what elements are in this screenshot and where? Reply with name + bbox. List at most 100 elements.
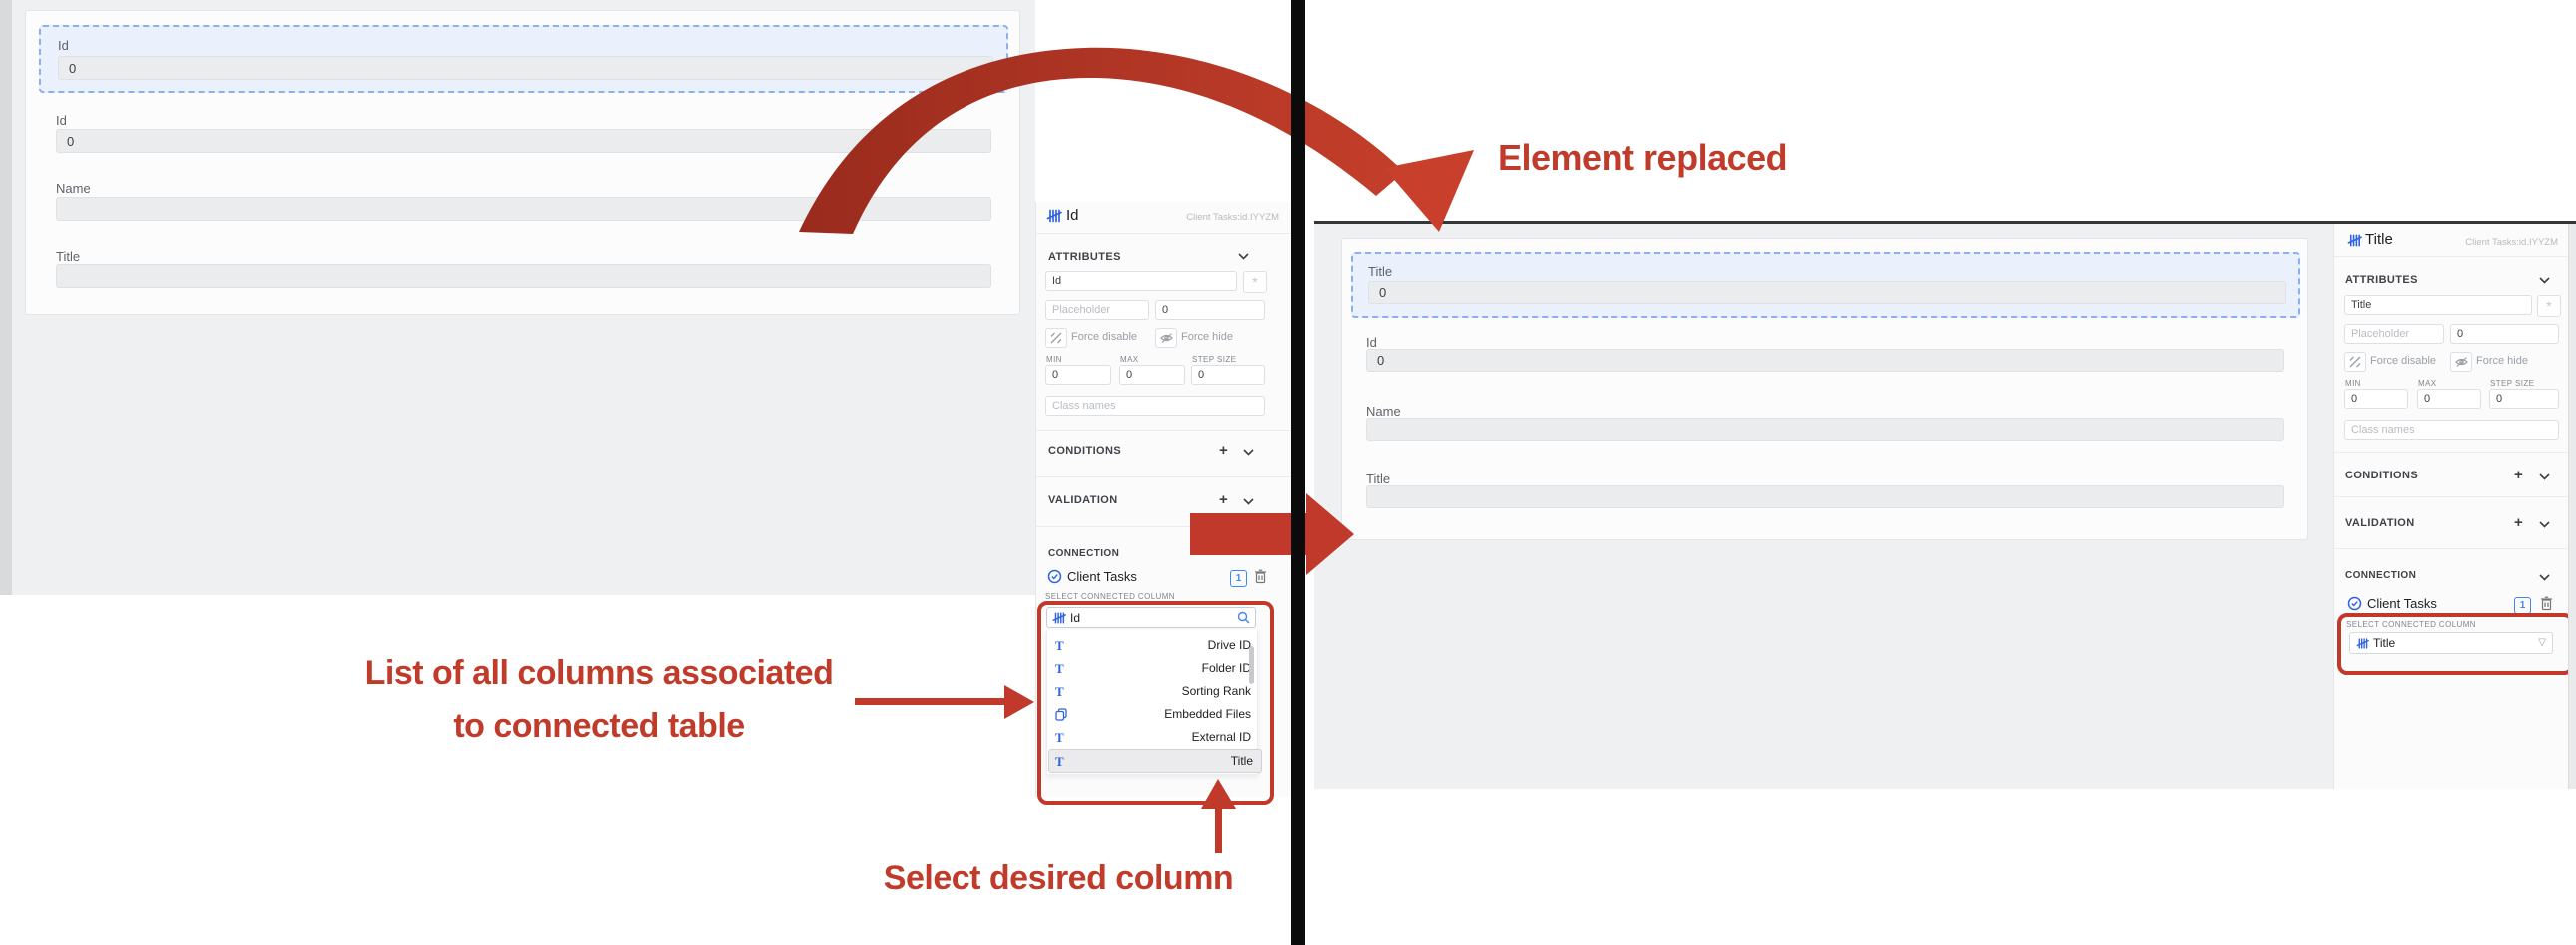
field-label: Name xyxy=(56,181,91,196)
column-option[interactable]: T Drive ID xyxy=(1055,637,1251,653)
connected-table-name: Client Tasks xyxy=(1067,569,1137,584)
section-validation: VALIDATION xyxy=(2345,517,2415,529)
number-column-icon xyxy=(2356,637,2369,649)
field-input[interactable] xyxy=(1368,281,2286,304)
field-input[interactable] xyxy=(56,264,991,288)
before-inspector-panel: Id Client Tasks:id.IYYZM ATTRIBUTES * Fo… xyxy=(1035,202,1291,805)
columns-list-caption: List of all columns associated to connec… xyxy=(364,654,834,745)
selected-element-outline[interactable]: Id xyxy=(39,25,1008,93)
field-label: Title xyxy=(1368,264,1393,279)
number-column-icon xyxy=(1045,207,1063,225)
add-condition-button[interactable]: + xyxy=(2514,467,2523,483)
chevron-down-icon[interactable] xyxy=(2537,519,2551,529)
field-input[interactable] xyxy=(58,56,993,80)
max-input[interactable] xyxy=(2417,389,2481,409)
text-column-icon: T xyxy=(1055,753,1064,769)
force-hide-checkbox[interactable] xyxy=(2450,352,2472,372)
section-conditions: CONDITIONS xyxy=(1048,445,1122,457)
connection-ref: Client Tasks:id.IYYZM xyxy=(2465,237,2558,248)
number-column-icon xyxy=(1052,611,1066,624)
column-search-input[interactable]: Id xyxy=(1046,607,1256,628)
inspector-title: Title xyxy=(2365,231,2393,248)
inspector-title: Id xyxy=(1066,207,1079,224)
chevron-down-icon[interactable] xyxy=(1241,447,1255,457)
field-label: Title xyxy=(1366,472,1391,486)
min-input[interactable] xyxy=(1045,365,1111,385)
force-hide-label: Force hide xyxy=(2476,355,2528,367)
add-condition-button[interactable]: + xyxy=(1219,442,1228,459)
selected-element-outline[interactable]: Title xyxy=(1351,252,2300,318)
force-hide-checkbox[interactable] xyxy=(1155,328,1177,348)
max-input[interactable] xyxy=(1119,365,1185,385)
text-column-icon: T xyxy=(1055,660,1064,676)
field-input[interactable] xyxy=(1366,418,2284,441)
default-value-input[interactable] xyxy=(1155,300,1265,320)
connection-count-badge[interactable]: 1 xyxy=(1230,570,1247,587)
field-label: Id xyxy=(1366,335,1377,350)
field-input[interactable] xyxy=(1366,485,2284,508)
left-edge-strip xyxy=(0,0,12,595)
chevron-down-icon[interactable] xyxy=(2537,472,2551,481)
connected-column-select[interactable]: Title ▽ xyxy=(2349,632,2553,654)
step-size-label: STEP SIZE xyxy=(2490,379,2535,388)
connected-table-icon xyxy=(2346,595,2362,611)
field-label: Title xyxy=(56,249,81,264)
after-scrollbar-track[interactable] xyxy=(2568,224,2576,789)
divider xyxy=(1291,0,1305,945)
default-value-input[interactable] xyxy=(2450,324,2559,344)
field-input[interactable] xyxy=(1366,349,2284,372)
add-validation-button[interactable]: + xyxy=(2514,514,2523,531)
column-search-value: Id xyxy=(1070,610,1081,625)
text-column-icon: T xyxy=(1055,683,1064,699)
required-toggle-button[interactable]: * xyxy=(2537,295,2561,317)
class-names-input[interactable] xyxy=(2344,420,2559,440)
connected-table-name: Client Tasks xyxy=(2367,596,2437,611)
select-connected-column-label: SELECT CONNECTED COLUMN xyxy=(2346,620,2476,629)
list-scrollbar[interactable] xyxy=(1249,646,1254,684)
column-option[interactable]: T Folder ID xyxy=(1055,660,1251,676)
max-label: MAX xyxy=(1120,355,1139,364)
placeholder-input[interactable] xyxy=(1045,300,1149,320)
chevron-down-icon[interactable] xyxy=(2537,572,2551,582)
column-option[interactable]: T Sorting Rank xyxy=(1055,683,1251,699)
min-label: MIN xyxy=(2345,379,2361,388)
field-input[interactable] xyxy=(56,197,991,221)
chevron-down-icon[interactable] xyxy=(1241,496,1255,506)
section-conditions: CONDITIONS xyxy=(2345,470,2419,481)
column-option[interactable]: T External ID xyxy=(1055,729,1251,745)
min-input[interactable] xyxy=(2344,389,2408,409)
connection-ref: Client Tasks:id.IYYZM xyxy=(1186,212,1279,223)
force-disable-checkbox[interactable] xyxy=(2344,352,2366,372)
required-toggle-button[interactable]: * xyxy=(1243,271,1267,293)
force-disable-checkbox[interactable] xyxy=(1045,328,1067,348)
element-name-input[interactable] xyxy=(2344,295,2532,315)
text-column-icon: T xyxy=(1055,637,1064,653)
chevron-down-icon[interactable] xyxy=(1236,251,1250,261)
field-input[interactable] xyxy=(56,129,991,153)
trash-icon[interactable] xyxy=(2538,595,2554,612)
eye-off-icon xyxy=(1159,333,1173,343)
step-size-input[interactable] xyxy=(1191,365,1265,385)
column-option-highlighted[interactable]: T Title xyxy=(1048,749,1262,773)
selected-column-value: Title xyxy=(2373,636,2396,650)
connection-count-badge[interactable]: 1 xyxy=(2514,597,2531,614)
max-label: MAX xyxy=(2418,379,2437,388)
add-validation-button[interactable]: + xyxy=(1219,491,1228,508)
text-column-icon: T xyxy=(1055,729,1064,745)
number-column-icon xyxy=(2345,231,2363,249)
columns-dropdown-list: T Drive ID T Folder ID T Sorting Rank Em… xyxy=(1046,630,1262,775)
force-disable-label: Force disable xyxy=(2370,355,2437,367)
chevron-down-icon[interactable] xyxy=(2537,275,2551,285)
class-names-input[interactable] xyxy=(1045,396,1265,416)
min-label: MIN xyxy=(1046,355,1062,364)
field-label: Name xyxy=(1366,404,1401,419)
placeholder-input[interactable] xyxy=(2344,324,2444,344)
trash-icon[interactable] xyxy=(1252,568,1268,585)
after-canvas: Title Id Name Title xyxy=(1314,224,2333,789)
before-canvas: Id Id Name Title xyxy=(12,0,1035,595)
section-validation: VALIDATION xyxy=(1048,494,1118,506)
element-name-input[interactable] xyxy=(1045,271,1237,291)
column-option[interactable]: Embedded Files xyxy=(1049,703,1259,725)
step-size-input[interactable] xyxy=(2489,389,2559,409)
